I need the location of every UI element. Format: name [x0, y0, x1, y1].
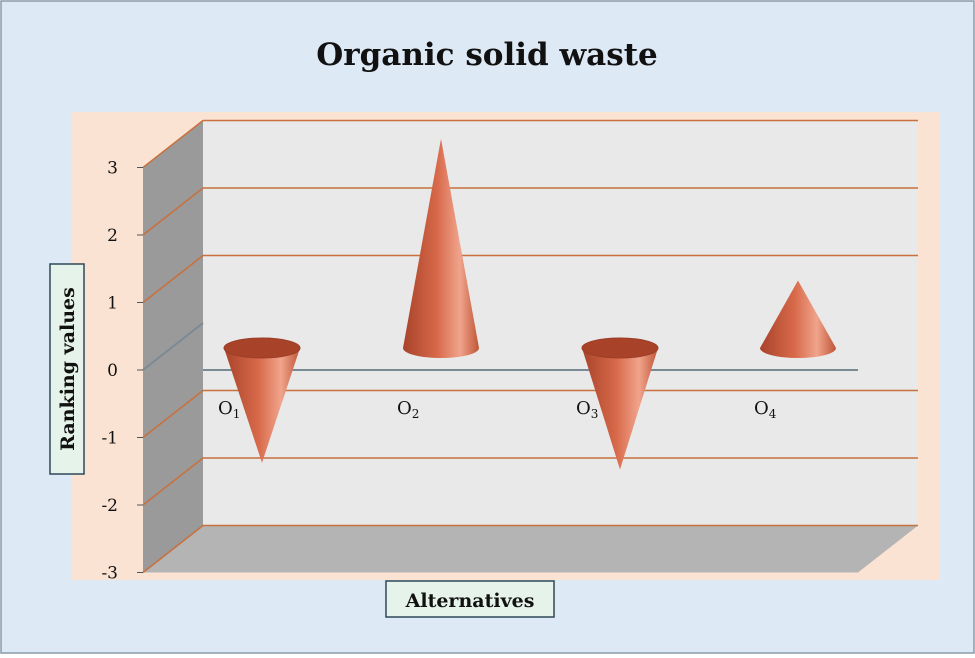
category-label-sub: 2 — [412, 407, 420, 421]
chart-back-wall — [203, 120, 918, 526]
category-label: O2 — [397, 398, 419, 421]
cone-body — [760, 280, 836, 358]
y-tick-label: 2 — [107, 226, 118, 246]
y-tick-label: 0 — [107, 361, 118, 381]
y-axis-title-text: Ranking values — [57, 287, 79, 451]
gridline-side — [142, 322, 204, 371]
gridline-side — [142, 254, 204, 304]
gridlines — [142, 119, 918, 574]
gridline-side — [142, 119, 204, 169]
chart-floor — [143, 525, 918, 573]
gridline-side — [142, 389, 204, 439]
gridline-side — [142, 457, 204, 506]
y-tick-label: -2 — [101, 496, 118, 516]
y-tick-label: -1 — [101, 429, 118, 449]
category-label-base: O — [576, 398, 591, 419]
x-axis-title-text: Alternatives — [405, 590, 535, 612]
x-axis-title: Alternatives — [385, 580, 555, 618]
category-label: O1 — [218, 398, 240, 421]
category-label-base: O — [218, 398, 233, 419]
cone-top-face — [223, 337, 301, 359]
y-axis-title-box — [49, 263, 85, 475]
cone-body — [403, 138, 479, 358]
cone-top-face — [581, 337, 659, 359]
y-tick-labels: -3 -2 -1 0 1 2 3 — [101, 159, 143, 584]
cone-bar — [403, 138, 479, 358]
chart-title: Organic solid waste — [316, 37, 658, 73]
y-axis-title: Ranking values — [49, 263, 85, 475]
cone-body — [582, 348, 658, 470]
cone-bar — [760, 280, 836, 358]
y-tick-label: 3 — [107, 159, 118, 179]
category-label-base: O — [397, 398, 412, 419]
gridline-side — [142, 524, 204, 574]
cone-bar — [581, 337, 659, 470]
gridline-side — [142, 187, 204, 236]
category-label-base: O — [754, 398, 769, 419]
y-tick-label: -3 — [101, 564, 118, 584]
category-label: O4 — [754, 398, 777, 421]
x-axis-title-box — [385, 580, 555, 618]
cone-bar — [223, 337, 301, 463]
cone-series — [223, 138, 836, 470]
category-label: O3 — [576, 398, 598, 421]
y-tick-label: 1 — [107, 294, 118, 314]
category-label-sub: 4 — [769, 407, 777, 421]
category-label-sub: 3 — [591, 407, 599, 421]
category-label-sub: 1 — [233, 407, 241, 421]
cone-body — [224, 348, 300, 463]
